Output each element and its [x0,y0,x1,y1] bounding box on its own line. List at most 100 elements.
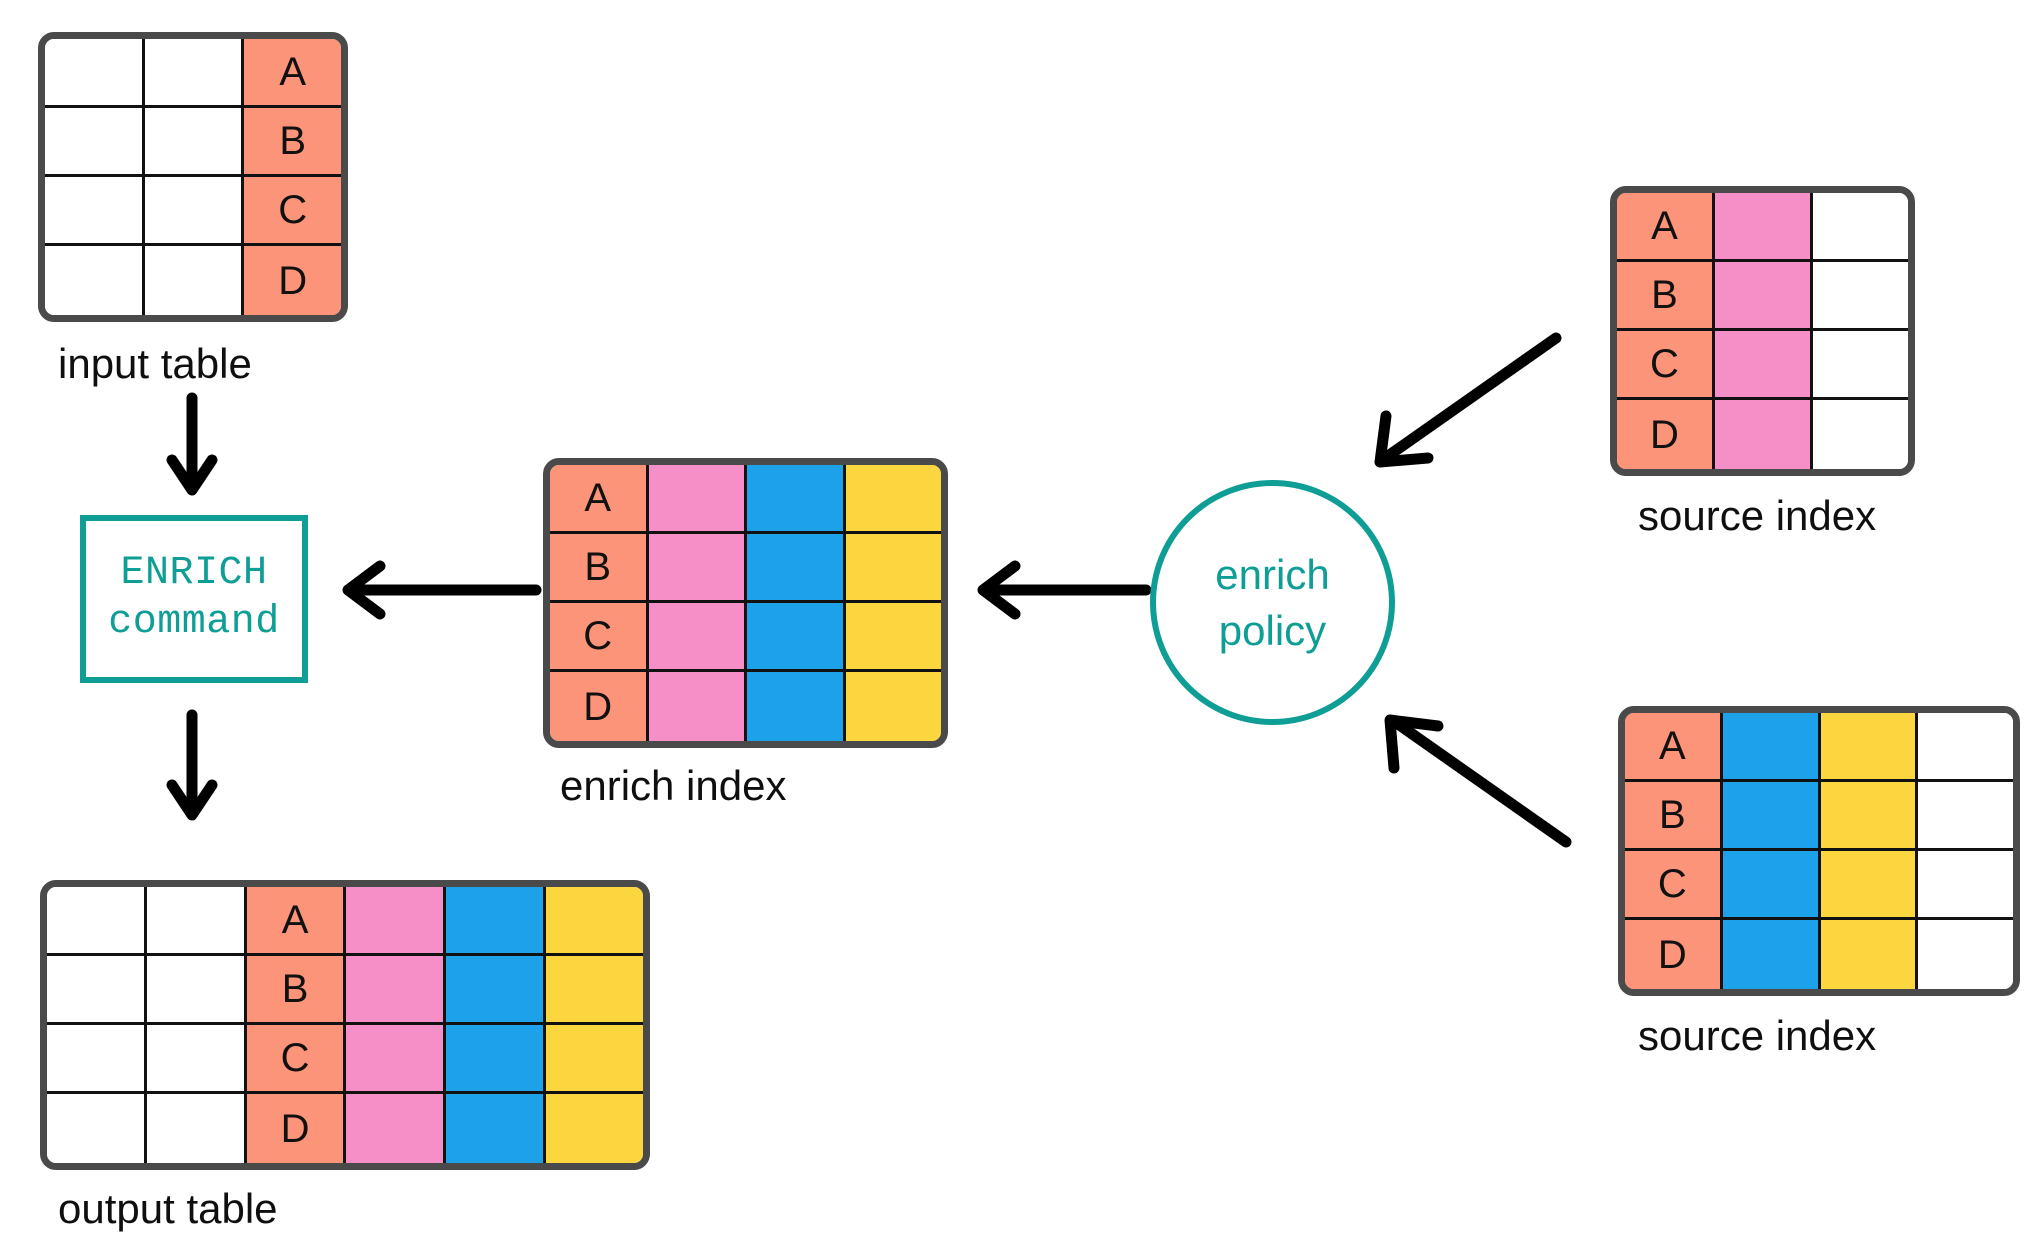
enrich-index-cell: B [550,534,649,603]
output-table-cell [546,887,643,956]
enrich-index-cell [648,603,747,672]
arrow-input-to-command [166,392,218,496]
enrich-policy-circle[interactable]: enrich policy [1150,480,1395,725]
enrich-policy-line1: enrich [1215,551,1330,599]
enrich-index-cell [845,534,941,603]
output-table-cell [47,1094,147,1163]
input-table-cell [45,108,145,177]
source-index-bottom-caption: source index [1638,1012,1877,1059]
output-table-cell: B [246,956,347,1025]
enrich-index-cell: A [550,465,649,534]
source-index-bottom-cell [1820,920,1919,989]
enrich-index-row: A [550,465,941,534]
output-table-cell [146,887,247,956]
output-table-cell [47,956,147,1025]
output-table-cell [546,1025,643,1094]
output-table-cell [446,956,547,1025]
source-index-bottom-row: C [1625,851,2013,920]
input-table-cell: D [244,246,341,315]
source-index-bottom-cell [1722,851,1821,920]
source-index-top-cell [1813,193,1908,262]
input-table-cell [144,177,245,246]
input-table-cell [45,39,145,108]
source-index-bottom-cell [1722,920,1821,989]
source-index-bottom-cell [1722,782,1821,851]
source-index-bottom-cell: C [1625,851,1723,920]
arrow-policy-to-enrich-index [977,560,1152,620]
output-table-caption: output table [58,1185,278,1232]
source-index-bottom-cell: B [1625,782,1723,851]
source-index-top-cell: B [1617,262,1715,331]
source-index-bottom-row: A [1625,713,2013,782]
enrich-index-row: D [550,672,941,741]
source-index-bottom-cell [1918,782,2013,851]
output-table-row: D [47,1094,643,1163]
output-table-cell [446,1094,547,1163]
input-table-cell: B [244,108,341,177]
input-table-cell: A [244,39,341,108]
source-index-top-row: C [1617,331,1908,400]
arrow-command-to-output [166,709,218,821]
output-table-row: C [47,1025,643,1094]
source-index-top-row: D [1617,400,1908,469]
output-table-cell [146,1025,247,1094]
output-table-cell [346,956,447,1025]
output-table-cell [446,887,547,956]
enrich-policy-line2: policy [1218,606,1327,654]
source-index-bottom-cell [1820,851,1919,920]
input-table-row: C [45,177,341,246]
output-table-cell [346,1094,447,1163]
output-table-cell [446,1025,547,1094]
input-table-cell [144,246,245,315]
input-table-cell [45,246,145,315]
enrich-index-cell [648,534,747,603]
enrich-command-line2: command [108,600,280,645]
source-index-top-cell [1715,400,1813,469]
output-table-cell [146,1094,247,1163]
input-table-cell [144,39,245,108]
enrich-index-cell [648,672,747,741]
output-table-cell: C [246,1025,347,1094]
arrow-enrich-index-to-command [342,560,542,620]
enrich-index-cell [747,534,846,603]
enrich-index-row: B [550,534,941,603]
source-index-bottom-cell [1918,851,2013,920]
output-table-cell: A [246,887,347,956]
output-table-cell [346,887,447,956]
source-index-top-row: B [1617,262,1908,331]
enrich-index-cell [845,465,941,534]
source-index-top-cell [1715,331,1813,400]
output-table-cell [346,1025,447,1094]
source-index-bottom-cell [1820,782,1919,851]
source-index-bottom-cell [1722,713,1821,782]
arrow-source-bottom-to-policy [1384,714,1572,848]
output-table-cell [546,1094,643,1163]
source-index-top-cell [1715,193,1813,262]
source-index-bottom-cell [1820,713,1919,782]
enrich-index-cell: D [550,672,649,741]
enrich-command-box[interactable]: ENRICH command [80,515,308,683]
input-table-caption: input table [58,340,252,387]
enrich-index-cell [845,672,941,741]
output-table-cell [47,887,147,956]
source-index-bottom-cell [1918,713,2013,782]
enrich-command-line1: ENRICH [120,551,268,597]
enrich-index-cell [747,465,846,534]
source-index-top-cell: A [1617,193,1715,262]
source-index-bottom-cell: A [1625,713,1723,782]
input-table-cell: C [244,177,341,246]
output-table-cell [47,1025,147,1094]
enrich-index-row: C [550,603,941,672]
output-table-cell [546,956,643,1025]
source-index-bottom-cell: D [1625,920,1723,989]
enrich-index-cell [648,465,747,534]
source-index-bottom-cell [1918,920,2013,989]
enrich-index-caption: enrich index [560,762,787,809]
output-table-cell [146,956,247,1025]
